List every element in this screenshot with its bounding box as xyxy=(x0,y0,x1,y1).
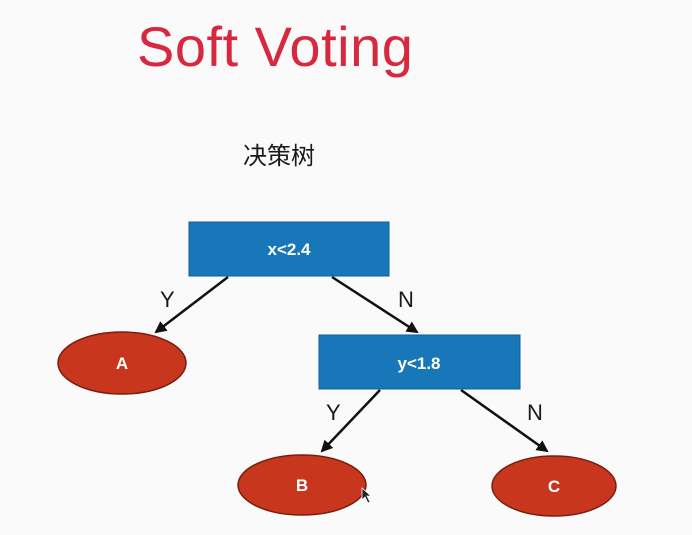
edge-root-no xyxy=(331,275,419,334)
decision-node-root-label: x<2.4 xyxy=(267,240,311,259)
edge-label-root-no: N xyxy=(398,287,414,312)
edge-label-inner-yes: Y xyxy=(326,400,341,425)
leaf-node-b: B xyxy=(237,454,367,516)
diagram-caption: 决策树 xyxy=(243,142,315,170)
leaf-node-a-label: A xyxy=(116,354,128,373)
edge-inner-no xyxy=(460,388,549,453)
leaf-node-c: C xyxy=(491,455,617,517)
slide-title: Soft Voting xyxy=(137,15,414,78)
mouse-cursor-icon xyxy=(361,487,373,504)
decision-node-root: x<2.4 xyxy=(188,221,390,277)
edge-label-inner-no: N xyxy=(527,400,543,425)
leaf-node-a: A xyxy=(57,331,187,395)
edge-inner-yes xyxy=(320,389,381,453)
leaf-node-b-label: B xyxy=(296,476,308,495)
edge-root-yes xyxy=(154,276,229,334)
leaf-node-c-label: C xyxy=(548,477,560,496)
edge-label-root-yes: Y xyxy=(160,287,175,312)
decision-node-inner: y<1.8 xyxy=(318,334,521,390)
decision-node-inner-label: y<1.8 xyxy=(397,354,440,373)
